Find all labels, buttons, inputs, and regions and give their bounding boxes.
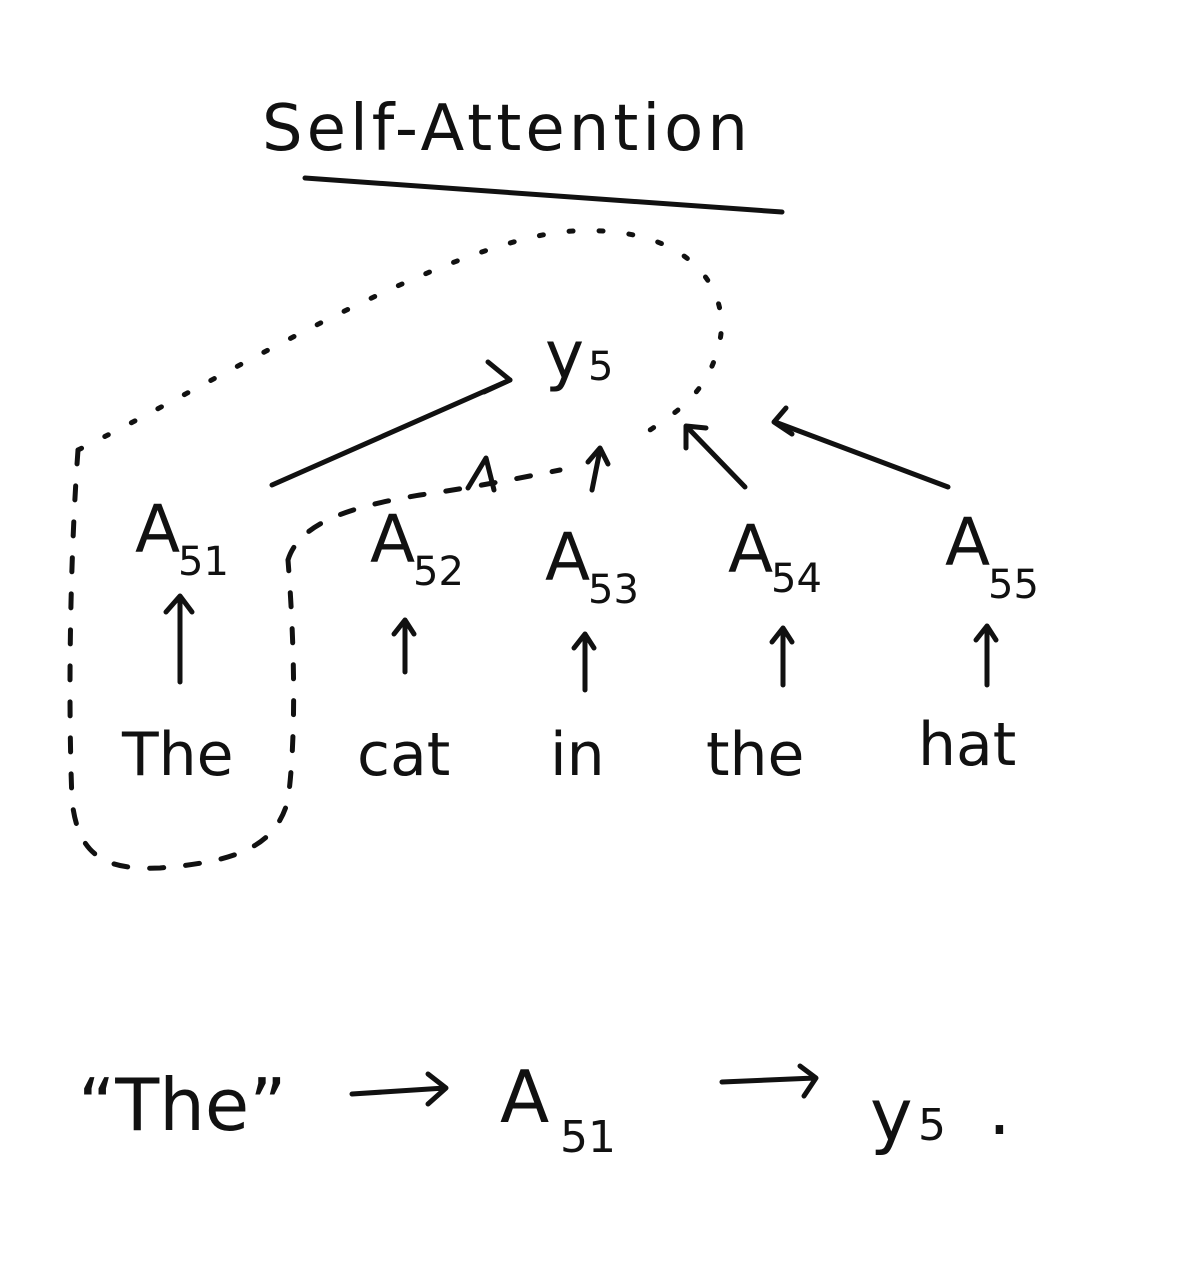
output-subscript: 5 [588, 344, 613, 390]
flow-output-subscript: 5 [918, 1100, 946, 1151]
up-arrow-icon [769, 625, 795, 688]
arrow-a51-to-y5 [269, 377, 513, 488]
arrow-a55-head-icon [771, 405, 795, 437]
up-arrow-icon [163, 593, 195, 685]
output-symbol: y [545, 317, 584, 394]
arrow-a53-to-y5 [589, 447, 603, 493]
dashed-path-a52-to-a53 [285, 467, 563, 563]
node-symbol: A [370, 501, 415, 578]
output-y5: y 5 [545, 317, 613, 394]
up-arrow-icon [391, 617, 417, 675]
token-in: in [550, 720, 605, 790]
node-subscript: 54 [771, 556, 822, 602]
node-subscript: 52 [413, 549, 464, 595]
arrow-a54-to-y5 [685, 425, 748, 490]
up-arrow-icon [973, 623, 999, 688]
flow-output-symbol: y [870, 1073, 913, 1157]
diagram-title: Self-Attention [262, 92, 752, 166]
arrow-a53-head-icon [585, 445, 611, 467]
node-subscript: 51 [178, 539, 229, 585]
up-arrow-icon [571, 631, 597, 693]
node-subscript: 53 [588, 567, 639, 613]
node-symbol: A [135, 491, 180, 568]
dashed-loop-the [75, 228, 724, 453]
attention-node-a53: A 53 [545, 519, 639, 613]
token-cat: cat [357, 720, 450, 790]
flow-node-subscript: 51 [560, 1112, 616, 1163]
flow-node-symbol: A [500, 1055, 549, 1139]
arrow-a55-to-y5 [772, 419, 951, 490]
arrow-a54-head-icon [683, 423, 709, 451]
attention-node-a52: A 52 [370, 501, 464, 595]
flow-token: “The” [78, 1063, 287, 1147]
attention-node-a51: A 51 [135, 491, 229, 585]
flow-summary: “The” A 51 y 5 . [78, 1055, 1011, 1163]
node-symbol: A [945, 504, 990, 581]
dashed-box-the [67, 447, 297, 871]
flow-end-mark: . [988, 1067, 1011, 1151]
arrow-a51-head-icon [481, 359, 513, 395]
token-the: The [121, 720, 234, 790]
title-underline [302, 175, 785, 215]
attention-node-a54: A 54 [728, 511, 822, 602]
token-the-second: the [706, 720, 804, 790]
attention-node-a55: A 55 [945, 504, 1039, 608]
node-symbol: A [545, 519, 590, 596]
node-symbol: A [728, 511, 773, 588]
flow-arrow-icon [349, 1071, 449, 1107]
node-subscript: 55 [988, 562, 1039, 608]
token-hat: hat [918, 710, 1016, 780]
flow-arrow-icon [719, 1063, 819, 1099]
dashed-arrowhead-icon [465, 455, 497, 493]
